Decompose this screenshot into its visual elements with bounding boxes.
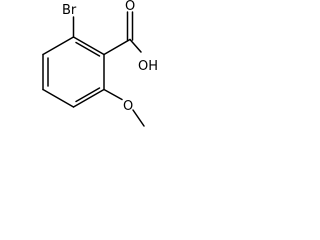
ring-bond-c6-c1 [72, 36, 105, 56]
carboxyl-carbonyl-double-bond [126, 11, 134, 41]
ring-bond-c3-c4 [42, 88, 75, 108]
hydroxyl-label: OH [138, 59, 158, 74]
carbonyl-oxygen-label: O [125, 0, 135, 14]
ring-inner-double-bond-bottom [75, 87, 101, 103]
bond-ether-oxygen-to-methyl [132, 109, 145, 127]
bond-carboxyl-carbon-to-hydroxyl [129, 38, 142, 53]
bond-ring-to-ether-oxygen [103, 88, 123, 101]
benzene-ring [42, 36, 105, 108]
chemical-structure-drawing: Br O OH O [42, 0, 158, 127]
structure-canvas: Br O OH O [0, 0, 161, 138]
ring-bond-c4-c5 [72, 88, 105, 108]
ring-inner-double-bond-top [75, 41, 101, 57]
bromine-label: Br [62, 3, 77, 18]
bond-ring-to-carboxyl-carbon [103, 38, 131, 56]
ring-bond-c1-c2 [42, 36, 75, 56]
ether-oxygen-label: O [123, 99, 133, 114]
